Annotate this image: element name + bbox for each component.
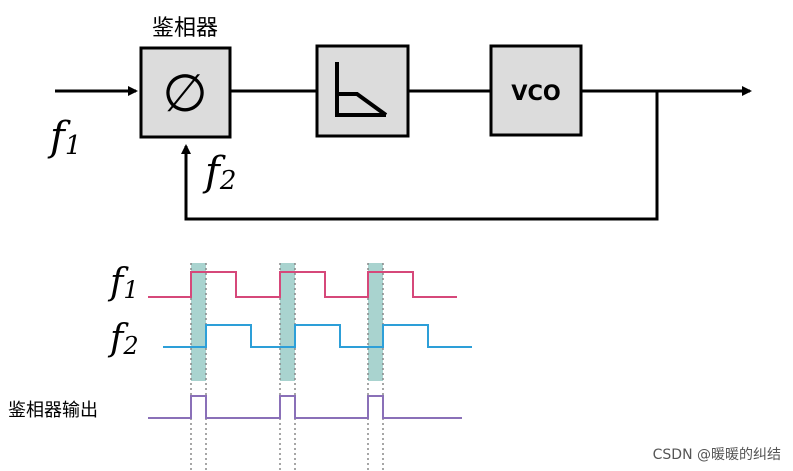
lowpass-filter-icon [335, 62, 388, 117]
vco-block: VCO [489, 44, 583, 137]
highlight-band [191, 263, 206, 381]
vco-label: VCO [511, 81, 561, 105]
loop-filter-block [315, 44, 410, 138]
phase-detector-symbol: ∅ [162, 64, 207, 124]
f2-waveform-label: f2 [107, 318, 139, 360]
feedback-signal-label: f2 [202, 149, 236, 196]
f1-waveform-label: f1 [107, 262, 139, 304]
phase-detector-block: ∅ [139, 46, 232, 139]
pd-output-label: 鉴相器输出 [8, 400, 98, 421]
f2-waveform [163, 324, 472, 348]
pd-output-waveform [148, 395, 462, 419]
phase-difference-highlights [191, 263, 383, 381]
f1-waveform [148, 271, 457, 298]
highlight-band [280, 263, 295, 381]
highlight-band [368, 263, 383, 381]
phase-detector-label: 鉴相器 [152, 16, 218, 41]
feedback-loop-line [181, 91, 659, 221]
watermark: CSDN @暖暖的纠结 [653, 447, 781, 463]
input-signal-label: f1 [47, 114, 81, 161]
